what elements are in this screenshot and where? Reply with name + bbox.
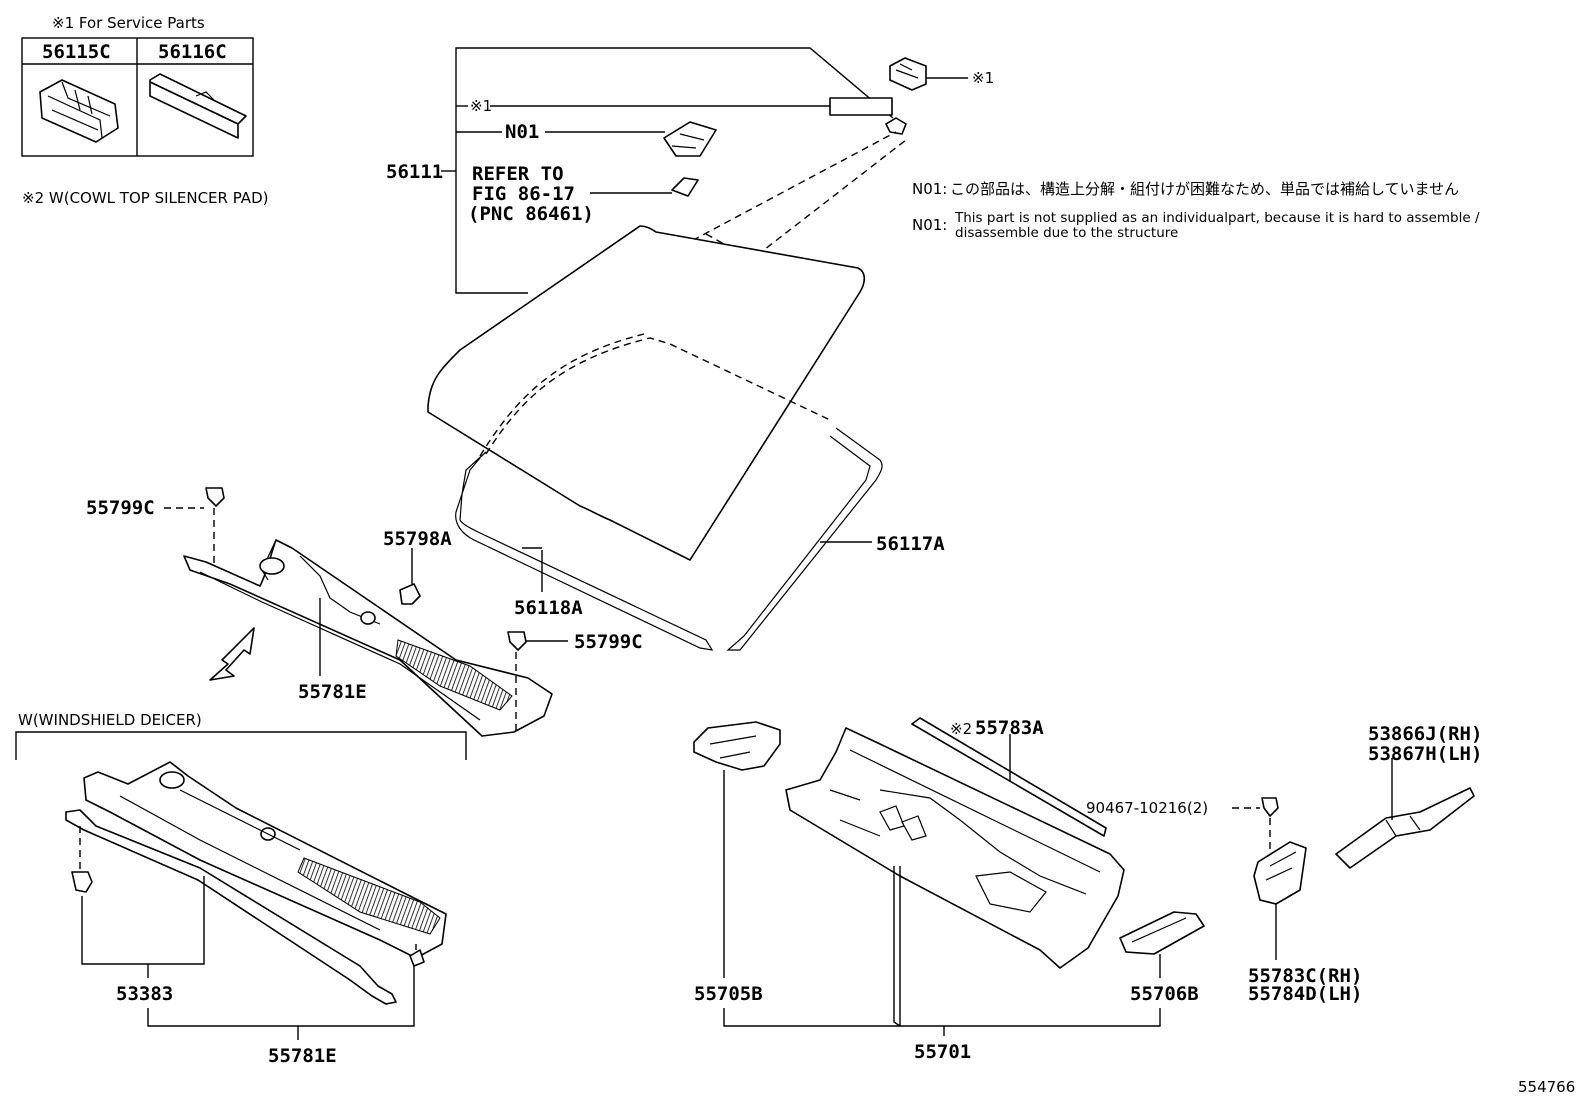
silencer-55783a bbox=[911, 717, 1107, 837]
deicer-box-frame bbox=[15, 731, 467, 760]
label-55781e-a: 55781E bbox=[298, 681, 367, 703]
part-53866j-53867h bbox=[1335, 787, 1475, 869]
bracket-small-top bbox=[885, 117, 907, 135]
service-box-title: ※1 For Service Parts bbox=[52, 14, 205, 32]
n01-jp-text: この部品は、構造上分解・組付けが困難なため、単品では補給していません bbox=[950, 180, 1459, 198]
molding-56117a bbox=[726, 427, 883, 651]
pad-strip-small bbox=[829, 97, 893, 116]
deicer-strip-53383 bbox=[65, 809, 397, 1005]
n01-en-line2: disassemble due to the structure bbox=[955, 225, 1178, 241]
label-55799c-b: 55799C bbox=[574, 631, 643, 653]
bracket-56115c-drawing bbox=[39, 79, 119, 143]
refer-line-2: FIG 86-17 bbox=[472, 183, 575, 205]
label-55706b: 55706B bbox=[1130, 983, 1199, 1005]
n01-en-prefix: N01: bbox=[912, 216, 947, 234]
service-part-56115c: 56115C bbox=[42, 41, 111, 63]
note-cowl-silencer: ※2 W(COWL TOP SILENCER PAD) bbox=[22, 189, 268, 207]
service-bracket-top: ※1 bbox=[889, 57, 994, 91]
dash-leader-1 bbox=[681, 131, 897, 247]
label-star1-box: ※1 bbox=[470, 97, 492, 115]
cowl-vent-hatch-lower bbox=[297, 857, 441, 935]
service-part-56116c: 56116C bbox=[158, 41, 227, 63]
label-55799c-a: 55799C bbox=[86, 497, 155, 519]
n01-en-line1: This part is not supplied as an individu… bbox=[954, 210, 1480, 226]
bracket-n01-drawing bbox=[663, 121, 717, 157]
label-star1-top: ※1 bbox=[972, 69, 994, 87]
label-56117a: 56117A bbox=[876, 533, 945, 555]
windshield-callout: 56111 ※1 N01 REFER TO FIG 86-17 (PNC 864… bbox=[386, 47, 894, 294]
label-53867h: 53867H(LH) bbox=[1368, 743, 1482, 765]
figure-number: 554766 bbox=[1518, 1078, 1575, 1096]
label-55783a-prefix: ※2 bbox=[950, 720, 972, 738]
cowl-panel-55701 bbox=[785, 727, 1125, 969]
refer-line-3: (PNC 86461) bbox=[468, 203, 594, 225]
molding-56118a bbox=[455, 451, 714, 651]
bolt-90467 bbox=[1232, 797, 1279, 862]
leader-55781e-b bbox=[147, 966, 415, 1027]
bracket-55705b bbox=[693, 721, 781, 771]
label-53383: 53383 bbox=[116, 983, 173, 1005]
label-55705b: 55705B bbox=[694, 983, 763, 1005]
refer-line-1: REFER TO bbox=[472, 163, 564, 185]
n01-jp-prefix: N01: bbox=[912, 180, 947, 198]
label-56111: 56111 bbox=[386, 161, 443, 183]
clip-lower-right bbox=[409, 949, 425, 967]
cowl-top-panel-lower bbox=[83, 761, 447, 959]
cowl-vent-hatch-upper bbox=[395, 639, 513, 711]
bracket-55706b bbox=[1119, 911, 1205, 955]
pad-56116c-drawing bbox=[149, 73, 247, 139]
leader-55701-base bbox=[723, 1008, 1161, 1027]
clip-55799c-lower bbox=[507, 631, 568, 734]
cowl-top-panel-upper bbox=[183, 539, 553, 737]
clip-lower-left bbox=[71, 826, 93, 893]
label-55701: 55701 bbox=[914, 1041, 971, 1063]
note-windshield-deicer: W(WINDSHIELD DEICER) bbox=[18, 711, 202, 729]
bracket-55783c-55784d bbox=[1253, 841, 1307, 905]
label-55783a: 55783A bbox=[975, 717, 1044, 739]
label-55781e-b: 55781E bbox=[268, 1045, 337, 1067]
label-55783c: 55783C(RH) bbox=[1248, 965, 1362, 987]
leader-55701-a bbox=[893, 866, 901, 1027]
label-53866j: 53866J(RH) bbox=[1368, 723, 1482, 745]
retainer-55798a bbox=[399, 548, 421, 605]
leader-53383 bbox=[81, 876, 205, 965]
label-90467: 90467-10216(2) bbox=[1086, 799, 1208, 817]
clip-86461-drawing bbox=[671, 177, 699, 197]
label-56118a: 56118A bbox=[514, 597, 583, 619]
label-55784d: 55784D(LH) bbox=[1248, 983, 1362, 1005]
label-55798a: 55798A bbox=[383, 528, 452, 550]
front-arrow-icon bbox=[209, 627, 255, 681]
clip-55799c-upper bbox=[164, 487, 225, 566]
windshield-glass bbox=[427, 225, 866, 561]
n01-notes: N01: この部品は、構造上分解・組付けが困難なため、単品では補給していません … bbox=[912, 180, 1480, 241]
service-parts-box: ※1 For Service Parts 56115C 56116C bbox=[21, 14, 254, 157]
label-n01: N01 bbox=[505, 121, 539, 143]
